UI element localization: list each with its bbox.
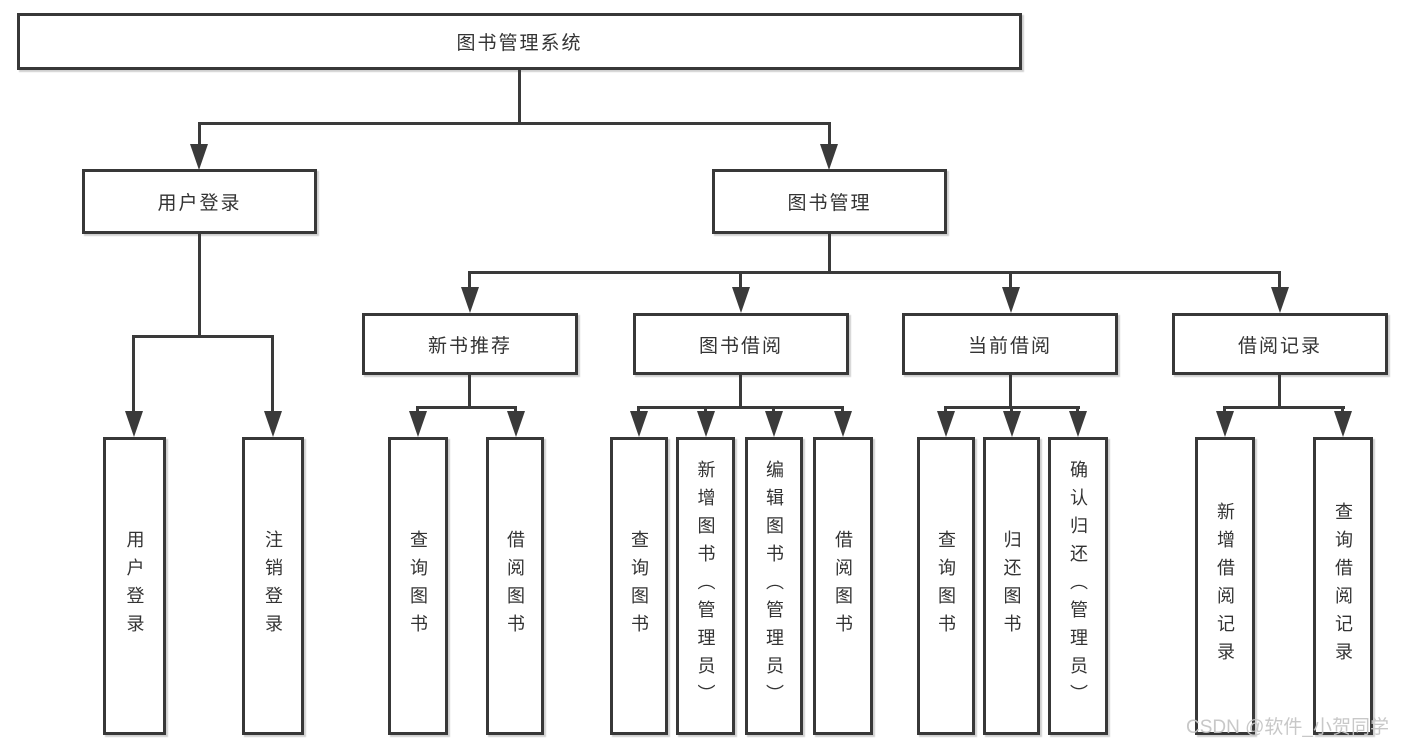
node-root-label: 图书管理系统 <box>456 33 583 54</box>
arrow-to-leaf-user-login <box>125 411 143 437</box>
edge-to-new-book-stub <box>468 271 471 291</box>
arrow-to-bo-edit <box>765 411 783 437</box>
arrow-to-cu-confirm <box>1069 411 1087 437</box>
leaf-current-confirm-return-admin-label: 确认归还（管理员） <box>1068 460 1088 712</box>
arrow-to-re-query <box>1334 411 1352 437</box>
node-borrow-records: 借阅记录 <box>1172 313 1388 375</box>
leaf-borrow-borrow-books: 借阅图书 <box>813 437 873 735</box>
node-book-borrow: 图书借阅 <box>633 313 849 375</box>
node-user-login-label: 用户登录 <box>157 193 242 214</box>
arrow-to-new-book <box>461 287 479 313</box>
edge-user-login-stem <box>198 234 201 338</box>
edge-user-login-branch <box>132 335 273 338</box>
edge-records-stem <box>1278 375 1281 409</box>
leaf-logout-login: 注销登录 <box>242 437 304 735</box>
node-book-management: 图书管理 <box>712 169 947 234</box>
arrow-to-nb-borrow <box>507 411 525 437</box>
arrow-to-cu-query <box>937 411 955 437</box>
leaf-borrow-borrow-books-label: 借阅图书 <box>833 530 853 642</box>
edge-root-to-user-login-stub <box>198 122 201 148</box>
edge-book-mgmt-stem <box>828 234 831 274</box>
arrow-to-leaf-logout <box>264 411 282 437</box>
node-user-login: 用户登录 <box>82 169 317 234</box>
edge-to-leaf-user-login-stub <box>132 335 135 413</box>
leaf-current-return-books: 归还图书 <box>983 437 1040 735</box>
edge-root-to-book-mgmt-stub <box>828 122 831 148</box>
edge-records-branch <box>1223 406 1345 409</box>
leaf-borrow-add-books-admin: 新增图书（管理员） <box>676 437 735 735</box>
arrow-to-bo-borrow <box>834 411 852 437</box>
edge-to-borrow-stub <box>739 271 742 291</box>
arrow-to-bo-query <box>630 411 648 437</box>
arrow-to-current <box>1002 287 1020 313</box>
node-current-borrow: 当前借阅 <box>902 313 1118 375</box>
leaf-logout-login-label: 注销登录 <box>263 530 283 642</box>
edge-current-stem <box>1009 375 1012 409</box>
edge-new-book-stem <box>468 375 471 409</box>
arrow-to-user-login <box>190 144 208 170</box>
arrow-to-cu-return <box>1003 411 1021 437</box>
leaf-newbook-borrow-books-label: 借阅图书 <box>505 530 525 642</box>
node-current-borrow-label: 当前借阅 <box>967 335 1052 357</box>
edge-new-book-branch <box>416 406 517 409</box>
edge-to-leaf-logout-stub <box>271 335 274 413</box>
leaf-current-return-books-label: 归还图书 <box>1001 530 1022 642</box>
leaf-user-login: 用户登录 <box>103 437 166 735</box>
leaf-current-query-books: 查询图书 <box>917 437 975 735</box>
leaf-records-add-record: 新增借阅记录 <box>1195 437 1255 735</box>
edge-borrow-stem <box>739 375 742 409</box>
edge-root-branch <box>198 122 831 125</box>
edge-root-stem <box>518 70 521 125</box>
leaf-records-add-record-label: 新增借阅记录 <box>1215 502 1235 670</box>
arrow-to-re-add <box>1216 411 1234 437</box>
arrow-to-book-mgmt <box>820 144 838 170</box>
node-new-book-recommend-label: 新书推荐 <box>427 335 512 357</box>
leaf-current-query-books-label: 查询图书 <box>936 530 956 642</box>
leaf-newbook-borrow-books: 借阅图书 <box>486 437 544 735</box>
arrow-to-nb-query <box>409 411 427 437</box>
leaf-records-query-record: 查询借阅记录 <box>1313 437 1373 735</box>
edge-to-records-stub <box>1278 271 1281 291</box>
node-book-management-label: 图书管理 <box>787 193 872 214</box>
node-root: 图书管理系统 <box>17 13 1022 70</box>
arrow-to-borrow <box>732 287 750 313</box>
watermark: CSDN @软件_小贺同学 <box>1186 717 1389 738</box>
node-borrow-records-label: 借阅记录 <box>1237 335 1322 357</box>
leaf-user-login-label: 用户登录 <box>124 530 145 642</box>
arrow-to-bo-add <box>697 411 715 437</box>
leaf-current-confirm-return-admin: 确认归还（管理员） <box>1048 437 1108 735</box>
leaf-borrow-edit-books-admin: 编辑图书（管理员） <box>745 437 803 735</box>
leaf-borrow-edit-books-admin-label: 编辑图书（管理员） <box>764 460 784 712</box>
leaf-newbook-query-books-label: 查询图书 <box>408 530 428 642</box>
leaf-borrow-query-books-label: 查询图书 <box>629 530 649 642</box>
node-new-book-recommend: 新书推荐 <box>362 313 578 375</box>
leaf-borrow-add-books-admin-label: 新增图书（管理员） <box>695 460 716 712</box>
edge-book-mgmt-branch <box>468 271 1281 274</box>
arrow-to-records <box>1271 287 1289 313</box>
leaf-records-query-record-label: 查询借阅记录 <box>1333 502 1353 670</box>
edge-to-current-stub <box>1009 271 1012 291</box>
node-book-borrow-label: 图书借阅 <box>698 335 783 357</box>
leaf-newbook-query-books: 查询图书 <box>388 437 448 735</box>
edge-borrow-branch <box>637 406 844 409</box>
leaf-borrow-query-books: 查询图书 <box>610 437 668 735</box>
